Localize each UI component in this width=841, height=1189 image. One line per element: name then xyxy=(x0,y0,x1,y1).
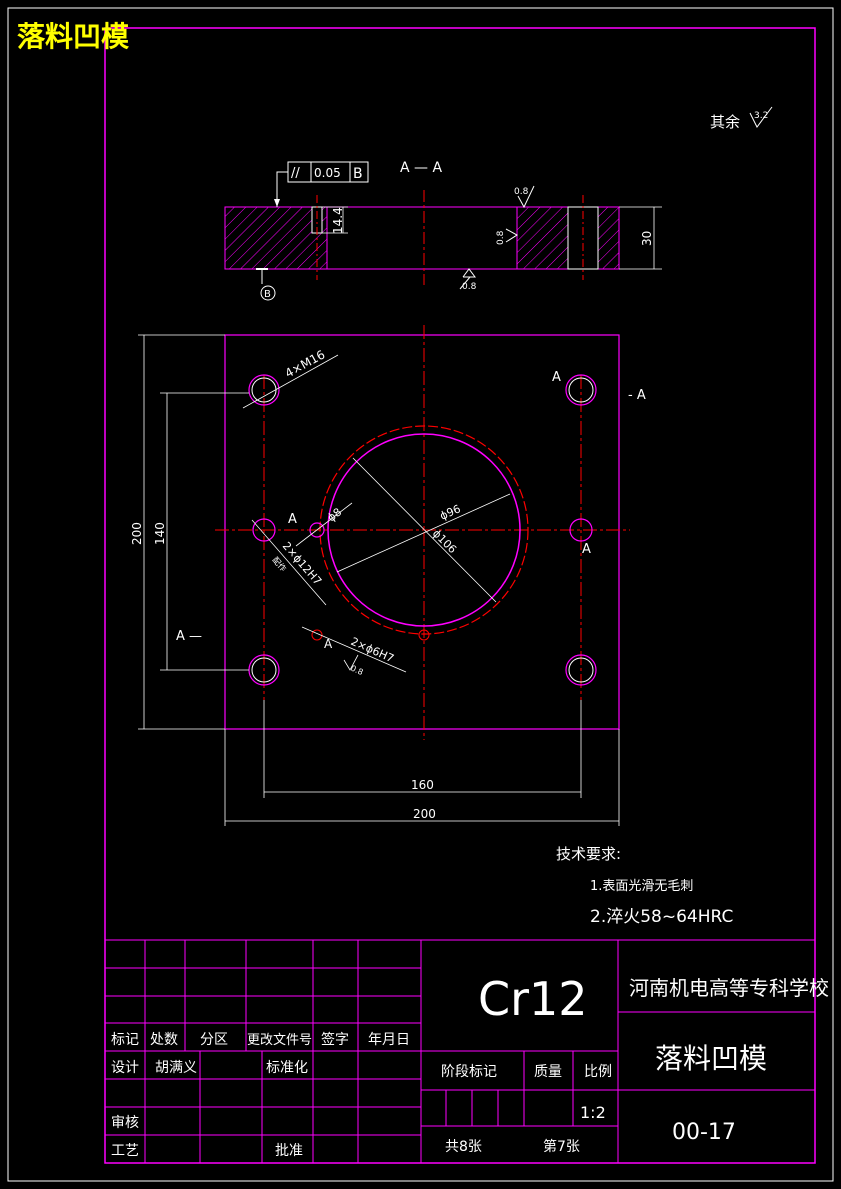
plan-view: 4×M16 ϕ106 ϕ96 ϕ8 2×ϕ12H7 配作 2×ϕ6H7 0.8 … xyxy=(130,325,646,826)
dim-140: 140 xyxy=(153,392,249,671)
dim-160: 160 xyxy=(263,700,582,798)
dim-200-vertical-text: 200 xyxy=(130,522,144,545)
roughness-side-icon: 0.8 xyxy=(496,228,518,245)
section-marker-a-mid-right: A xyxy=(582,542,591,557)
dim-depth-text: 14.4 xyxy=(331,207,345,234)
pin-hole-left xyxy=(252,518,276,542)
ratio-label: 比例 xyxy=(584,1064,612,1080)
dim-200-vertical: 200 xyxy=(130,334,225,730)
cutting-edge-outer xyxy=(319,425,529,635)
datum-b-label: B xyxy=(264,289,271,300)
section-left-block xyxy=(224,206,328,270)
header-doc: 更改文件号 xyxy=(247,1033,312,1048)
stage-mark-label: 阶段标记 xyxy=(441,1064,497,1080)
geometric-tolerance-frame: // 0.05 B xyxy=(274,161,369,207)
surface-finish-value: 3.2 xyxy=(754,111,768,121)
small-hole-6-b xyxy=(418,629,430,641)
weight-label: 质量 xyxy=(534,1064,562,1080)
header-title: 落料凹模 xyxy=(17,20,130,53)
section-marker-a-top: A xyxy=(552,370,561,385)
header-mark: 标记 xyxy=(111,1032,139,1048)
section-title: A — A xyxy=(400,160,442,176)
label-ream-1: 配作 xyxy=(270,555,288,574)
tolerance-value: 0.05 xyxy=(314,166,341,180)
standardization-label: 标准化 xyxy=(266,1060,308,1076)
tech-req-item-2: 2.淬火58~64HRC xyxy=(590,907,733,927)
parallelism-icon: // xyxy=(291,166,300,181)
roughness-bottom-value: 0.8 xyxy=(462,282,477,292)
header-zone: 分区 xyxy=(200,1032,228,1048)
small-hole-8 xyxy=(309,522,325,538)
label-4xM16: 4×M16 xyxy=(283,347,328,380)
threaded-hole-br xyxy=(565,654,597,686)
label-phi96: ϕ96 xyxy=(438,502,463,523)
section-marker-a-mid-left: A xyxy=(288,512,297,527)
review-label: 审核 xyxy=(111,1115,139,1131)
roughness-top-value: 0.8 xyxy=(514,187,529,197)
roughness-top-icon: 0.8 xyxy=(514,185,535,209)
pin-hole-right xyxy=(569,518,593,542)
scale-value: 1:2 xyxy=(580,1103,606,1122)
section-marker-a-left: A — xyxy=(176,629,202,644)
dim-200-horizontal-text: 200 xyxy=(413,807,436,821)
dim-thickness: 30 xyxy=(619,206,662,270)
part-name: 落料凹模 xyxy=(655,1042,767,1075)
label-2xphi12: 2×ϕ12H7 xyxy=(280,539,324,587)
dim-depth: 14.4 xyxy=(322,206,348,234)
label-phi106: ϕ106 xyxy=(430,527,459,556)
total-sheets: 共8张 xyxy=(445,1139,482,1155)
design-label: 设计 xyxy=(111,1060,139,1076)
roughness-bottom-icon: 0.8 xyxy=(459,268,477,292)
designer-name: 胡满义 xyxy=(155,1060,197,1076)
section-marker-a-top-right: - A xyxy=(628,388,646,403)
dim-thickness-text: 30 xyxy=(640,231,654,246)
cutting-edge-inner xyxy=(327,433,521,627)
school-name: 河南机电高等专科学校 xyxy=(629,976,829,1000)
plate-outline xyxy=(224,334,620,730)
datum-b-marker: B xyxy=(256,268,276,301)
tech-req-title: 技术要求: xyxy=(556,845,621,863)
tolerance-datum: B xyxy=(353,166,363,182)
header-sign: 签字 xyxy=(321,1031,349,1048)
dim-200-horizontal: 200 xyxy=(224,729,620,826)
material: Cr12 xyxy=(478,972,588,1026)
roughness-side-value: 0.8 xyxy=(496,230,506,245)
dim-140-text: 140 xyxy=(153,522,167,545)
tech-req-item-1: 1.表面光滑无毛刺 xyxy=(590,879,693,894)
section-view: // 0.05 B B 14.4 30 xyxy=(224,161,662,301)
surface-finish-symbol-icon: 3.2 xyxy=(749,106,773,128)
section-marker-a-low: A xyxy=(324,637,333,651)
header-date: 年月日 xyxy=(368,1032,410,1048)
dim-160-text: 160 xyxy=(411,778,434,792)
drawing-number: 00-17 xyxy=(672,1120,736,1145)
header-count: 处数 xyxy=(150,1032,178,1048)
surface-finish-label: 其余 xyxy=(710,113,740,131)
outer-border xyxy=(7,7,834,1182)
process-label: 工艺 xyxy=(111,1143,139,1159)
label-ream-2: 0.8 xyxy=(349,664,364,677)
title-block xyxy=(104,939,816,1164)
threaded-hole-tr xyxy=(565,374,597,406)
sheet-number: 第7张 xyxy=(543,1138,580,1155)
small-hole-6-a xyxy=(311,629,323,641)
approve-label: 批准 xyxy=(275,1143,303,1159)
